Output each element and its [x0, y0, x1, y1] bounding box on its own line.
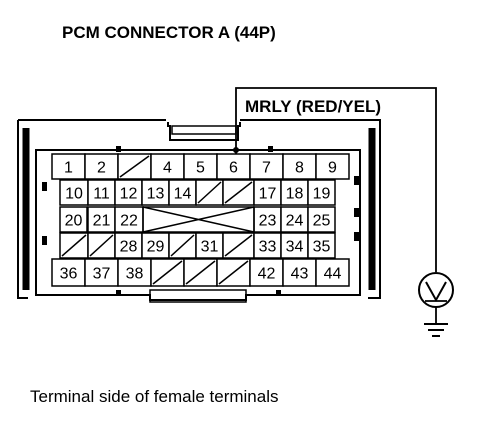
blank-terminal-slash: [152, 260, 183, 285]
terminal-number: 7: [262, 160, 271, 177]
clip-tab: [354, 208, 359, 217]
terminal-number: 17: [259, 186, 277, 203]
terminal-number: 8: [295, 160, 304, 177]
terminal-number: 23: [259, 213, 277, 230]
terminal-number: 36: [60, 266, 78, 283]
terminal-number: 1: [64, 160, 73, 177]
terminal-number: 14: [174, 186, 192, 203]
terminal-cell: [249, 153, 284, 180]
terminal-number: 6: [229, 160, 238, 177]
blank-terminal-slash: [119, 155, 150, 178]
terminal-cell: [150, 153, 185, 180]
terminal-number: 25: [313, 213, 331, 230]
blank-terminal-slash: [224, 234, 253, 257]
terminal-number: 4: [163, 160, 172, 177]
clip-tab: [276, 290, 281, 296]
blank-terminal-slash: [170, 234, 195, 257]
wire-label: MRLY (RED/YEL): [245, 97, 381, 116]
terminal-number: 37: [93, 266, 111, 283]
terminal-number: 24: [286, 213, 304, 230]
blank-region: [142, 206, 255, 233]
connector-shell-right: [240, 119, 381, 299]
terminal-cell: [253, 179, 282, 206]
terminal-cell: [282, 258, 317, 287]
terminal-number: 11: [93, 186, 110, 203]
diagram-caption: Terminal side of female terminals: [30, 387, 278, 406]
terminal-number: 33: [259, 239, 277, 256]
terminal-number: 44: [324, 266, 342, 283]
blank-terminal-slash: [89, 234, 114, 257]
probe-point: [233, 147, 239, 153]
terminal-number: 10: [65, 186, 83, 203]
blank-terminal-slash: [218, 260, 249, 285]
terminal-number: 2: [97, 160, 106, 177]
voltmeter-symbol-icon: [425, 281, 447, 303]
terminal-cell: [315, 258, 350, 287]
terminal-number: 9: [328, 160, 337, 177]
terminal-number: 20: [65, 213, 83, 230]
terminal-number: 12: [120, 186, 138, 203]
terminal-cell: [195, 232, 224, 259]
terminal-number: 19: [313, 186, 331, 203]
terminal-number: 28: [120, 239, 138, 256]
terminal-number: 29: [147, 239, 165, 256]
terminal-number: 42: [258, 266, 276, 283]
terminal-number: 5: [196, 160, 205, 177]
terminal-cell: [141, 179, 170, 206]
clip-tab: [268, 146, 273, 152]
terminal-cell: [168, 179, 197, 206]
terminal-cell: [84, 258, 119, 287]
clip-tab: [116, 146, 121, 152]
terminal-cell: [307, 206, 336, 233]
terminal-cell: [87, 179, 116, 206]
terminal-number: 38: [126, 266, 144, 283]
clip-tab: [42, 236, 47, 245]
terminal-number: 34: [286, 239, 304, 256]
blank-terminal-slash: [224, 181, 253, 204]
blank-region-cross: [142, 206, 255, 233]
terminal-cell: [84, 153, 119, 180]
clip-tab: [354, 232, 359, 241]
terminal-cell: [141, 232, 170, 259]
terminal-cell: [114, 232, 143, 259]
blank-terminal-slash: [185, 260, 216, 285]
diagram-title: PCM CONNECTOR A (44P): [62, 23, 276, 42]
terminal-number: 35: [313, 239, 331, 256]
terminal-cell: [249, 258, 284, 287]
terminal-number: 21: [93, 213, 111, 230]
terminal-cell: [307, 232, 336, 259]
terminal-number: 22: [120, 213, 138, 230]
terminal-number: 43: [291, 266, 309, 283]
bottom-keyway: [149, 289, 247, 303]
terminal-number: 18: [286, 186, 304, 203]
terminal-cell: [315, 153, 350, 180]
top-lock-tab: [167, 122, 241, 141]
terminal-cell: [307, 179, 336, 206]
connector-shell-left: [17, 120, 28, 299]
terminal-cell: [280, 206, 309, 233]
terminal-cell: [280, 232, 309, 259]
clip-tab: [354, 176, 359, 185]
probe-wire: [235, 87, 437, 272]
terminal-number: 13: [147, 186, 165, 203]
terminal-cell: [59, 206, 88, 233]
blank-terminal-slash: [61, 234, 87, 257]
terminal-cell: [87, 206, 116, 233]
top-lock-tab-inner: [171, 125, 237, 135]
terminal-number: 31: [201, 239, 219, 256]
terminal-cell: [51, 153, 86, 180]
terminal-cell: [114, 206, 144, 233]
clip-tab: [116, 290, 121, 296]
terminal-cell: [282, 153, 317, 180]
blank-terminal-slash: [197, 181, 222, 204]
clip-tab: [42, 182, 47, 191]
terminal-cell: [117, 258, 152, 287]
